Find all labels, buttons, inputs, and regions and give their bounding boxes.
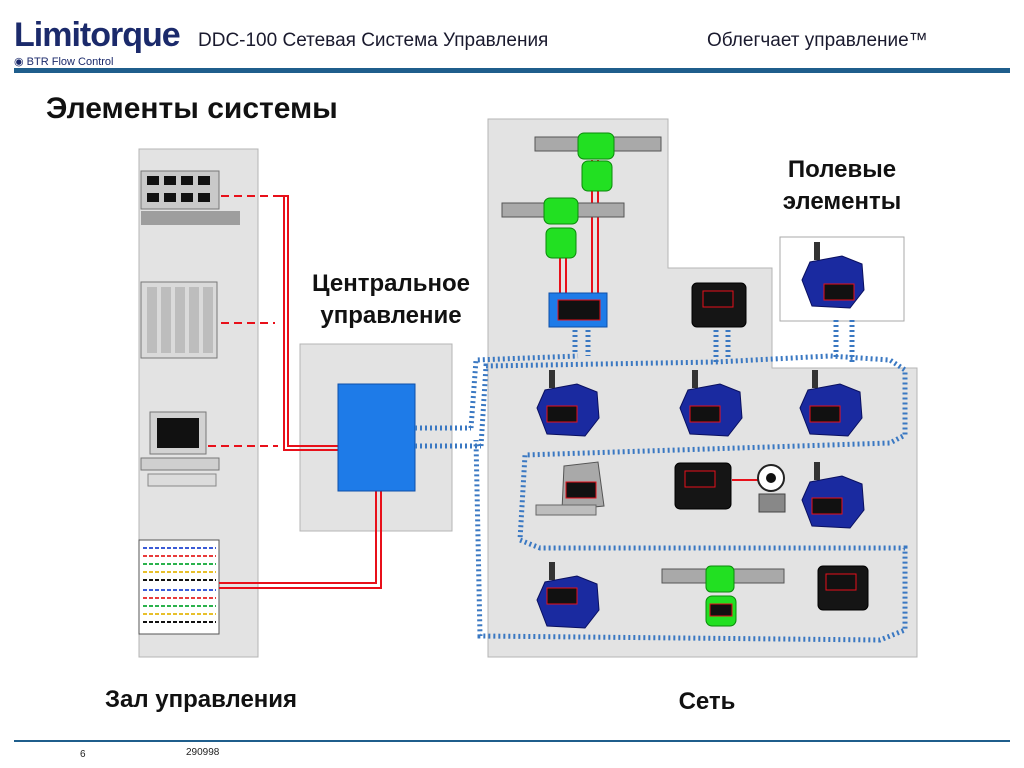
- header-rule: [14, 68, 1010, 73]
- pressure-gauge-icon: [757, 464, 786, 513]
- network-label: Сеть: [678, 688, 736, 715]
- central-label: Центральное управление: [312, 270, 470, 330]
- actuator-icon: [801, 242, 865, 309]
- server-rack-icon: [140, 170, 240, 225]
- brand-subtitle: BTR Flow Control: [26, 56, 114, 68]
- central-controller: [337, 383, 416, 492]
- doc-code: 290998: [186, 747, 220, 758]
- page-number: 6: [80, 749, 86, 760]
- field-label: Полевые элементы: [782, 156, 902, 216]
- plc-cabinet-icon: [140, 281, 218, 359]
- flowmeter-icon: [705, 565, 737, 627]
- btr-icon: ◉: [14, 56, 24, 68]
- flowmeter-icon: [543, 197, 579, 259]
- black-actuator-icon: [817, 565, 869, 611]
- network-cable: [415, 320, 908, 643]
- junction-box-icon: [548, 292, 608, 328]
- actuator-icon: [801, 462, 865, 529]
- actuator-icon: [799, 370, 863, 437]
- brand-sub: ◉ BTR Flow Control: [14, 55, 113, 68]
- actuator-icon: [536, 370, 600, 437]
- slide-title: Элементы системы: [46, 92, 338, 125]
- actuator-icon: [536, 562, 600, 629]
- actuator-icon: [679, 370, 743, 437]
- grey-actuator-icon: [535, 461, 605, 516]
- brand-logo: Limitorque: [14, 16, 181, 54]
- footer-rule: [14, 740, 1010, 742]
- black-actuator-icon: [691, 282, 747, 328]
- control-room-label: Зал управления: [104, 686, 298, 713]
- black-actuator-icon: [674, 462, 732, 510]
- flowmeter-icon: [577, 132, 615, 192]
- terminal-block-icon: [138, 539, 220, 635]
- header-title: DDC-100 Сетевая Система Управления: [198, 30, 549, 51]
- header-tagline: Облегчает управление™: [707, 30, 928, 51]
- computer-icon: [140, 411, 220, 487]
